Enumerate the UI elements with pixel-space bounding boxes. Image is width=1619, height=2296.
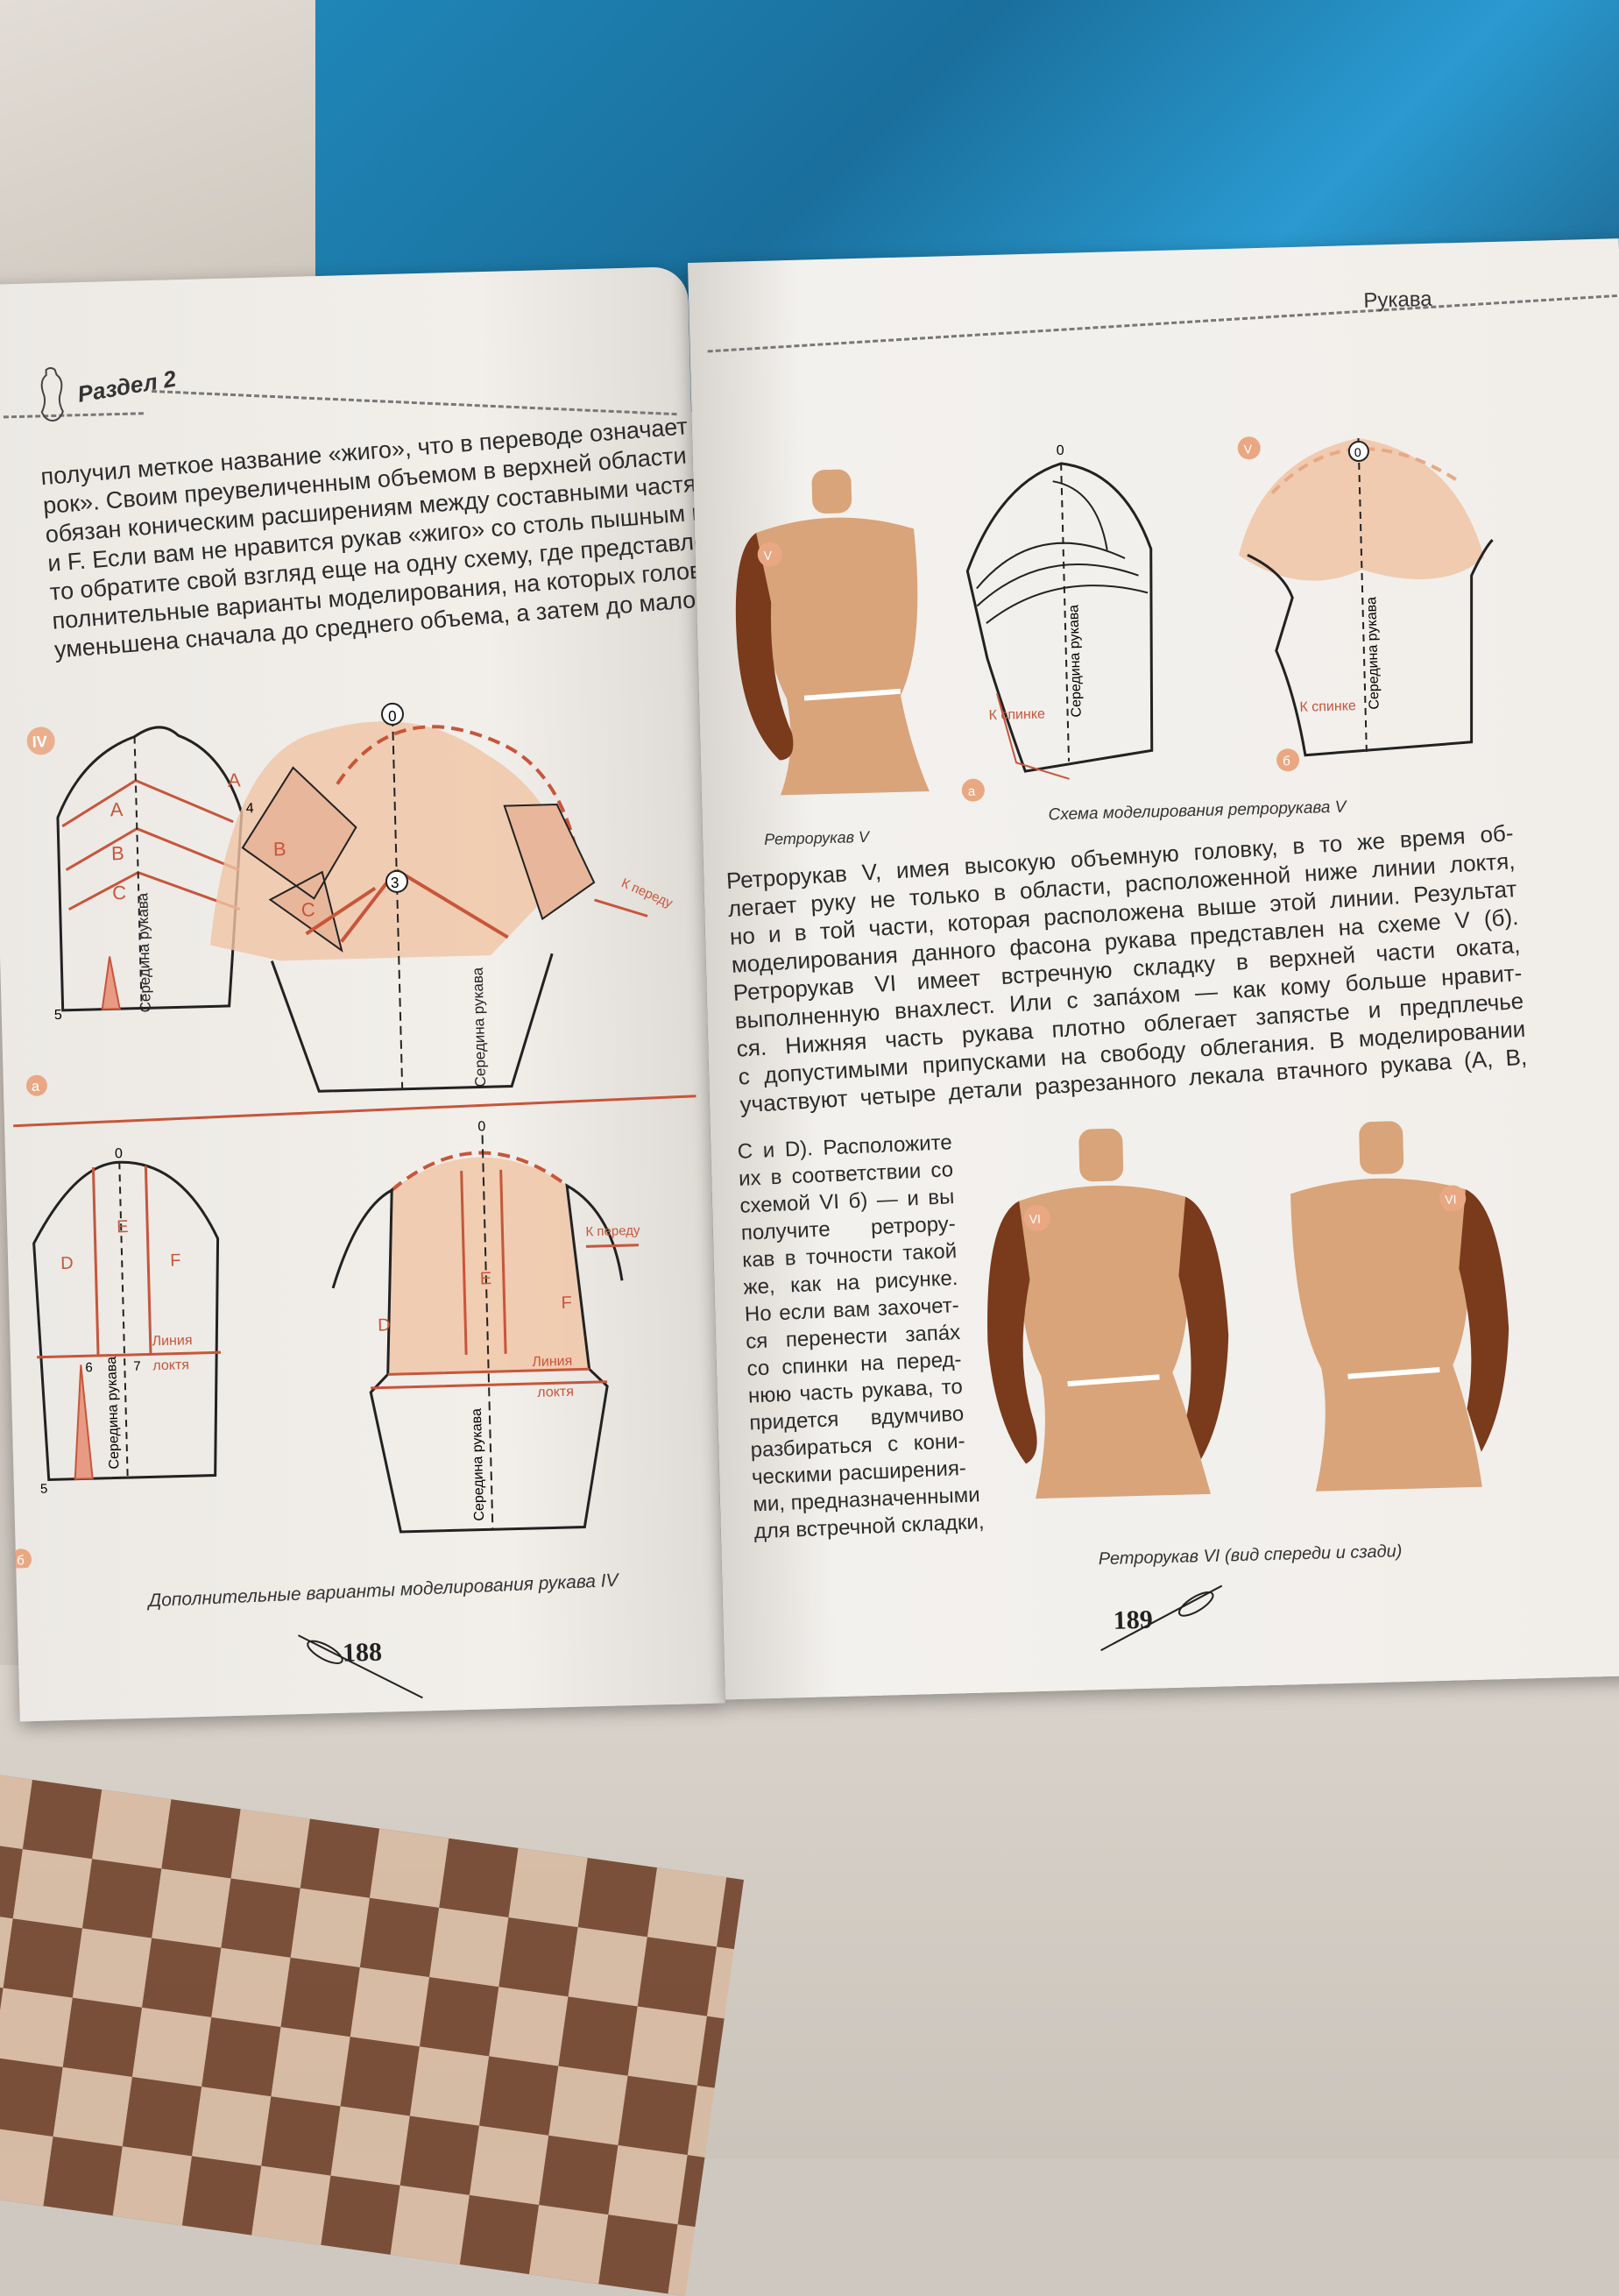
roman-iv-badge [26,726,55,755]
mannequin-back: VI [1290,1121,1509,1492]
center-line-label: Середина рукава [134,892,154,1013]
point-label-3: 3 [391,875,399,891]
point-label-0: 0 [477,1119,485,1134]
part-label-b-expanded: B [273,838,286,860]
mannequin-v-illustration: V [735,469,930,796]
point-label-4: 4 [246,801,254,816]
part-label-f-expanded: F [561,1293,572,1313]
right-paragraph: Ретрорукав V, имея высокую объемную голо… [725,818,1528,1118]
roman-v-badge: V [764,549,773,563]
needle-icon [1100,1584,1223,1652]
figure-caption: Ретрорукав VI (вид спереди и сзади) [1098,1541,1403,1570]
part-label-f: F [170,1251,181,1270]
point-label-7: 7 [133,1359,141,1374]
scheme-retro-sleeve-v: Середина рукава К спинке 0 а 0 Середина … [961,436,1494,802]
mannequin-vi-illustration: VI VI [987,1121,1509,1499]
variant-label-a: а [968,784,976,799]
diagram-sleeve-iv-lower: D E F D E F Линия локтя Линия локтя Сере… [11,1119,640,1569]
section-header: Рукава [1363,287,1432,313]
sleeve-pattern-a [56,726,244,1012]
point-label-0: 0 [388,708,397,725]
part-label-d: D [60,1254,74,1273]
left-paragraph: получил меткое название «жиго», что в пе… [39,409,807,664]
header-dashed-line [707,294,1617,353]
part-label-a: A [110,798,124,820]
roman-v-badge: V [1244,442,1253,456]
right-page: Рукава V Ретрорукав V Середина рукава К … [688,238,1619,1700]
part-label-e: E [117,1217,129,1237]
part-label-a-expanded: A [228,769,242,790]
part-label-e-expanded: E [480,1269,492,1288]
needle-icon [298,1634,423,1699]
left-page: Раздел 2 получил меткое название «жиго»,… [0,266,808,1722]
back-direction-label: К спинке [988,706,1045,723]
direction-label: К переду [619,875,675,911]
diagram-sleeve-iv-upper: IV A B C B C A Середина рукава Середина … [25,702,675,1096]
part-label-c: C [112,882,127,904]
mannequin-front: VI [987,1128,1229,1499]
point-label-6: 6 [85,1360,93,1375]
section-header: Раздел 2 [75,365,179,407]
roman-iv-label: IV [32,733,47,750]
variant-label-b: б [17,1553,25,1568]
roman-vi-badge: VI [1445,1192,1457,1206]
page-number: 189 [1113,1605,1154,1635]
header-dashed-line [3,412,144,419]
point-label-0: 0 [1057,443,1064,458]
header-dashed-line [152,389,677,416]
part-label-b: B [111,842,124,864]
part-label-d-expanded: D [378,1315,391,1335]
elbow-line-label: Линия [152,1333,192,1349]
center-line-label: Середина рукава [104,1357,122,1470]
elbow-line-label: Линия [532,1354,572,1370]
part-label-c-expanded: C [300,898,315,920]
point-label-5: 5 [54,1008,62,1023]
point-label-0: 0 [1354,445,1361,459]
direction-label: К переду [585,1223,640,1240]
center-line-label: Середина рукава [470,1408,487,1521]
back-direction-label: К спинке [1299,698,1356,715]
center-line-label: Середина рукава [470,967,490,1088]
roman-vi-badge: VI [1029,1212,1041,1226]
sleeve-pattern-expanded [209,702,648,1093]
point-label-0: 0 [115,1146,123,1161]
dress-form-icon [40,367,64,422]
elbow-line-label: локтя [152,1357,189,1373]
point-label-5: 5 [40,1482,48,1497]
figure-caption: Дополнительные варианты моделирования ру… [147,1570,619,1612]
elbow-line-label: локтя [537,1385,574,1400]
page-number: 188 [342,1637,383,1668]
figure-caption: Ретрорукав V [763,827,870,848]
center-line-label: Середина рукава [1066,605,1084,718]
variant-label-a: а [32,1080,39,1095]
center-line-label: Середина рукава [1364,597,1382,710]
variant-label-b: б [1283,754,1290,769]
